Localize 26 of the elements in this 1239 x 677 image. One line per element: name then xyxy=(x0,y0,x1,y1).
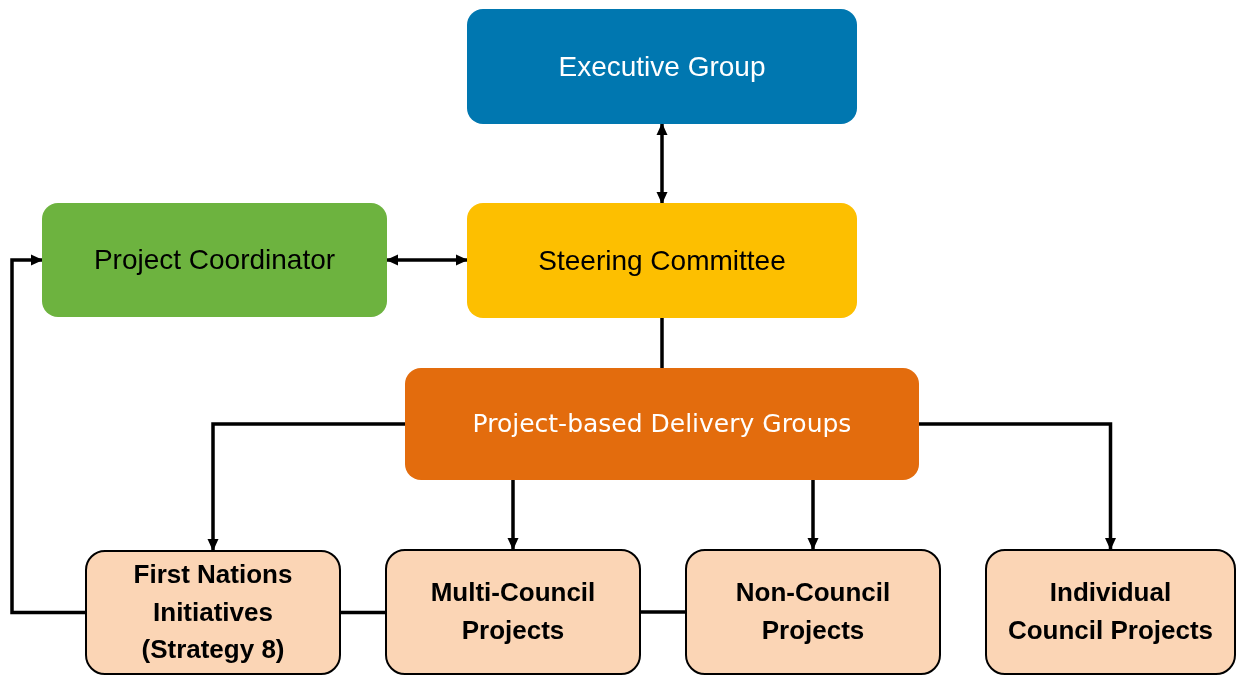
connector-line xyxy=(341,610,385,615)
project-box xyxy=(385,549,641,675)
box-label: Executive Group xyxy=(558,49,766,84)
delivery-groups-box xyxy=(405,368,919,480)
box-label: Project-based Delivery Groups xyxy=(472,409,852,439)
project-box xyxy=(685,549,941,675)
project-box xyxy=(85,550,341,675)
arrow xyxy=(10,254,85,615)
executive-box xyxy=(467,9,857,124)
project-box xyxy=(985,549,1236,675)
box-label: Steering Committee xyxy=(538,243,786,278)
arrow xyxy=(507,480,519,550)
box-label: Project Coordinator xyxy=(93,243,336,277)
arrow xyxy=(807,480,819,550)
connector-line xyxy=(641,610,685,614)
box-label: Multi-Council Projects xyxy=(429,576,597,647)
arrow xyxy=(919,422,1116,550)
box-label: First Nations Initiatives (Strategy 8) xyxy=(132,557,294,667)
connector-line xyxy=(660,318,664,368)
committee-box xyxy=(467,203,857,318)
arrow xyxy=(207,422,405,551)
box-label: Non-Council Projects xyxy=(734,576,892,647)
arrow xyxy=(386,254,468,266)
coordinator-box xyxy=(42,203,387,317)
box-label: Individual Council Projects xyxy=(1006,576,1215,647)
arrow xyxy=(656,123,668,204)
